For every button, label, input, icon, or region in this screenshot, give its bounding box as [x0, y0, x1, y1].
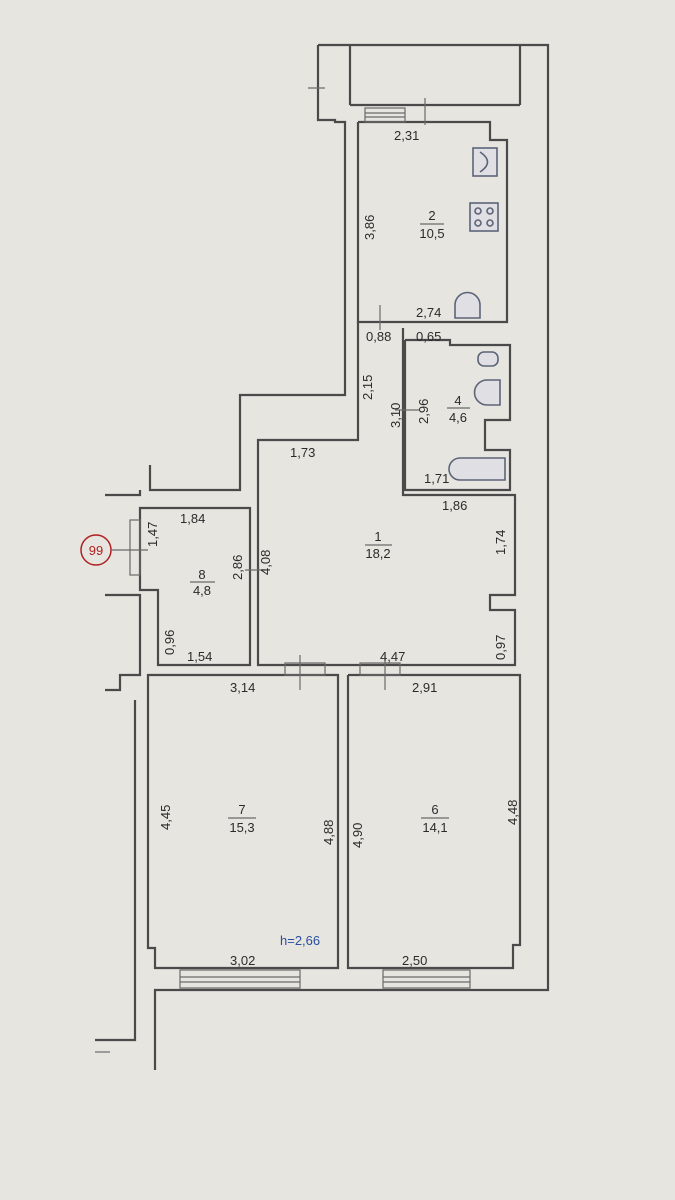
- svg-text:1,86: 1,86: [442, 498, 467, 513]
- svg-text:1,73: 1,73: [290, 445, 315, 460]
- svg-text:4,47: 4,47: [380, 649, 405, 664]
- svg-text:2,91: 2,91: [412, 680, 437, 695]
- svg-text:2,50: 2,50: [402, 953, 427, 968]
- svg-text:4,88: 4,88: [321, 820, 336, 845]
- svg-text:4,8: 4,8: [193, 583, 211, 598]
- room-label-4: 44,6: [447, 393, 470, 425]
- svg-text:1,47: 1,47: [145, 522, 160, 547]
- svg-text:14,1: 14,1: [422, 820, 447, 835]
- sink-icon: [472, 147, 498, 177]
- svg-text:18,2: 18,2: [365, 546, 390, 561]
- room-label-6: 614,1: [421, 802, 449, 835]
- room-bath-walls: [403, 338, 512, 492]
- svg-text:0,97: 0,97: [493, 635, 508, 660]
- door-room-6: [359, 662, 401, 676]
- ceiling-height: h=2,66: [280, 933, 320, 948]
- svg-text:0,96: 0,96: [162, 630, 177, 655]
- svg-text:2,86: 2,86: [230, 555, 245, 580]
- toilet-icon: [477, 351, 499, 367]
- window-room-6: [382, 969, 471, 989]
- svg-text:2,31: 2,31: [394, 128, 419, 143]
- svg-text:3,02: 3,02: [230, 953, 255, 968]
- outer-walls: [95, 43, 550, 1070]
- door-room-7: [284, 662, 326, 676]
- room-label-7: 715,3: [228, 802, 256, 835]
- svg-text:4,48: 4,48: [505, 800, 520, 825]
- svg-text:2,96: 2,96: [416, 399, 431, 424]
- bath-sink-icon: [473, 379, 501, 406]
- svg-text:2,15: 2,15: [360, 375, 375, 400]
- svg-text:0,65: 0,65: [416, 329, 441, 344]
- svg-text:1,84: 1,84: [180, 511, 205, 526]
- svg-text:3,86: 3,86: [362, 215, 377, 240]
- svg-text:1,54: 1,54: [187, 649, 212, 664]
- svg-text:1: 1: [374, 529, 381, 544]
- svg-text:0,88: 0,88: [366, 329, 391, 344]
- corridor-walls: [256, 322, 517, 667]
- room-6-walls: [346, 673, 522, 970]
- svg-text:2: 2: [428, 208, 435, 223]
- svg-text:10,5: 10,5: [419, 226, 444, 241]
- room-7-walls: [146, 673, 340, 970]
- room-label-1: 118,2: [365, 529, 392, 561]
- washbasin-icon: [454, 291, 481, 319]
- svg-text:4,45: 4,45: [158, 805, 173, 830]
- svg-text:15,3: 15,3: [229, 820, 254, 835]
- svg-text:3,10: 3,10: [388, 403, 403, 428]
- stove-icon: [469, 202, 499, 232]
- svg-text:1,71: 1,71: [424, 471, 449, 486]
- svg-text:3,14: 3,14: [230, 680, 255, 695]
- svg-text:6: 6: [431, 802, 438, 817]
- svg-text:2,74: 2,74: [416, 305, 441, 320]
- svg-text:7: 7: [238, 802, 245, 817]
- entrance-number: 99: [89, 543, 103, 558]
- room-label-8: 84,8: [190, 567, 215, 598]
- svg-text:1,74: 1,74: [493, 530, 508, 555]
- window-room-7: [179, 969, 301, 989]
- svg-text:4,90: 4,90: [350, 823, 365, 848]
- svg-text:8: 8: [198, 567, 205, 582]
- balcony-door: [364, 98, 426, 125]
- svg-text:4: 4: [454, 393, 461, 408]
- svg-text:4,08: 4,08: [258, 550, 273, 575]
- room-label-2: 210,5: [419, 208, 444, 241]
- dimension-labels: 2,31 2,74 0,88 0,65 1,71 1,73 1,86 4,47 …: [145, 128, 520, 968]
- entrance-badge: 99: [80, 534, 148, 566]
- bathtub-icon: [448, 457, 506, 481]
- svg-text:4,6: 4,6: [449, 410, 467, 425]
